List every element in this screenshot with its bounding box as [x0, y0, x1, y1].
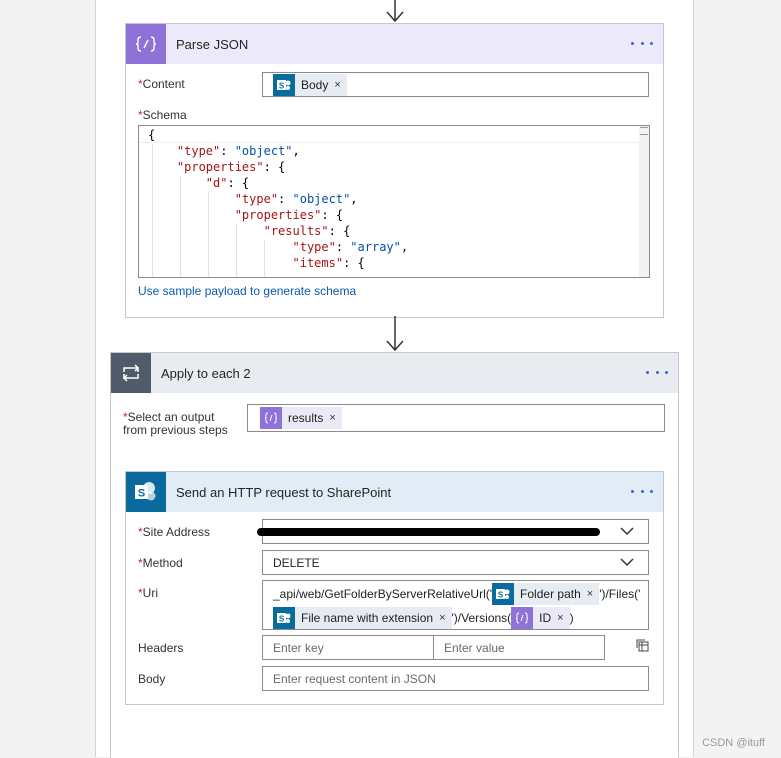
redacted-site-address [257, 528, 600, 536]
schema-line: { [148, 128, 156, 142]
remove-token-icon[interactable]: × [586, 588, 594, 600]
method-value: DELETE [273, 555, 320, 570]
parse-json-header[interactable]: Parse JSON [126, 24, 663, 64]
expression-icon [126, 24, 166, 64]
folder-path-token[interactable]: S Folder path × [492, 583, 600, 605]
select-output-label: *Select an output from previous steps [123, 410, 228, 437]
arrow-down-icon [386, 316, 404, 352]
apply-to-each-title: Apply to each 2 [161, 365, 251, 381]
remove-token-icon[interactable]: × [334, 78, 341, 91]
id-token[interactable]: ID × [511, 607, 570, 629]
schema-line: "properties": { [148, 160, 286, 174]
body-token[interactable]: S Body × [273, 73, 347, 96]
method-label: *Method [138, 556, 183, 570]
sharepoint-icon: S [126, 472, 166, 512]
parse-json-action-card: Parse JSON *Content S Body × *Schema { "… [125, 23, 664, 318]
schema-line: "type": "object", [148, 144, 300, 158]
parse-json-title: Parse JSON [176, 36, 249, 52]
uri-text-segment: _api/web/GetFolderByServerRelativeUrl(' [273, 587, 493, 601]
method-dropdown[interactable]: DELETE [262, 550, 649, 575]
chevron-down-icon[interactable] [620, 527, 634, 536]
sharepoint-http-card: S Send an HTTP request to SharePoint *Si… [125, 471, 664, 705]
sharepoint-icon: S [273, 73, 295, 96]
remove-token-icon[interactable]: × [329, 412, 336, 424]
uri-text-segment: ')/Files(' [599, 587, 641, 601]
schema-label: *Schema [138, 108, 187, 122]
headers-label: Headers [138, 641, 184, 655]
header-value-input[interactable]: Enter value [433, 635, 605, 660]
svg-text:S: S [279, 615, 285, 624]
schema-editor[interactable]: { "type": "object", "properties": { "d":… [138, 125, 650, 278]
expression-icon [260, 407, 282, 429]
sample-payload-link[interactable]: Use sample payload to generate schema [138, 284, 357, 298]
more-dots-icon[interactable] [646, 364, 668, 380]
select-output-field[interactable]: results × [247, 404, 665, 432]
chevron-down-icon[interactable] [620, 558, 634, 567]
watermark: CSDN @ituff [702, 737, 765, 749]
remove-token-icon[interactable]: × [439, 612, 446, 624]
sharepoint-icon: S [273, 607, 295, 629]
file-name-token[interactable]: S File name with extension × [273, 607, 452, 629]
arrow-down-icon [386, 0, 404, 23]
sharepoint-icon: S [492, 583, 515, 605]
table-switch-icon[interactable] [636, 639, 649, 652]
header-key-input[interactable]: Enter key [262, 635, 434, 660]
uri-field[interactable]: _api/web/GetFolderByServerRelativeUrl(' … [262, 580, 649, 630]
content-label: *Content [138, 77, 185, 91]
more-dots-icon[interactable] [631, 35, 653, 51]
apply-to-each-header[interactable]: Apply to each 2 [111, 353, 678, 393]
uri-label: *Uri [138, 586, 158, 600]
schema-line: "items": { [148, 256, 365, 270]
more-dots-icon[interactable] [631, 483, 653, 499]
schema-line: "d": { [148, 176, 250, 190]
schema-line: "type": "object", [148, 192, 358, 206]
site-address-dropdown[interactable] [257, 519, 649, 544]
schema-line: "type": "array", [148, 240, 409, 254]
svg-text:S: S [279, 81, 285, 90]
site-address-label: *Site Address [138, 525, 211, 539]
content-field[interactable]: S Body × [262, 72, 649, 97]
sharepoint-http-title: Send an HTTP request to SharePoint [176, 484, 392, 500]
remove-token-icon[interactable]: × [557, 612, 564, 624]
loop-icon [111, 353, 151, 393]
svg-text:S: S [138, 488, 145, 500]
body-input[interactable]: Enter request content in JSON [262, 666, 649, 691]
sharepoint-http-header[interactable]: S Send an HTTP request to SharePoint [126, 472, 663, 512]
results-token[interactable]: results × [260, 407, 342, 429]
uri-text-segment: ) [569, 611, 574, 625]
editor-scrollbar[interactable] [639, 126, 649, 277]
schema-line: "properties": { [148, 208, 344, 222]
svg-text:S: S [498, 591, 504, 600]
expression-icon [511, 607, 534, 629]
schema-line: "results": { [148, 224, 351, 238]
body-label: Body [138, 672, 166, 686]
uri-text-segment: ')/Versions( [451, 611, 512, 625]
